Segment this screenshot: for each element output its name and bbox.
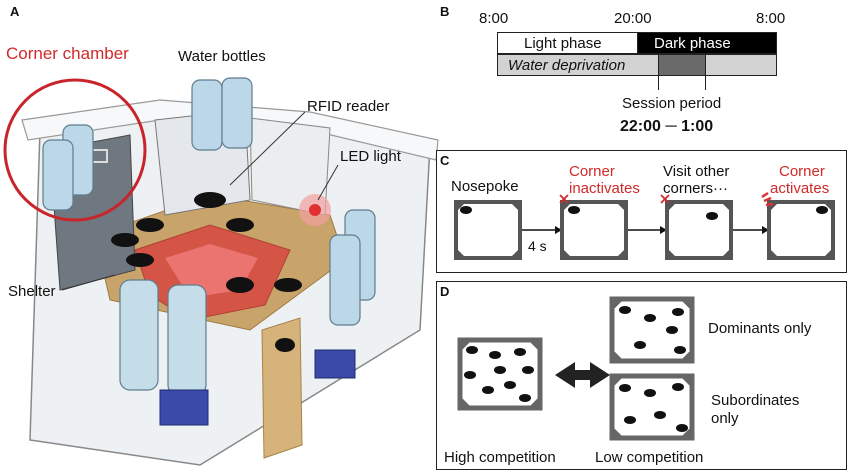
step4-label-l2: activates <box>770 180 830 197</box>
water-bottles-label: Water bottles <box>178 48 266 65</box>
subordinates-label-l2: only <box>711 410 739 427</box>
panel-c-letter: C <box>440 153 450 168</box>
delay-label: 4 s <box>528 238 547 254</box>
step2-label-l2: inactivates <box>569 180 640 197</box>
session-bracket-right <box>705 76 706 90</box>
step2-label-l1: Corner <box>569 163 615 180</box>
low-competition-label: Low competition <box>595 449 704 466</box>
time-end: 8:00 <box>756 10 786 27</box>
light-phase-bar: Light phase <box>497 32 637 54</box>
cage-illustration <box>3 77 439 466</box>
panel-d-letter: D <box>440 284 450 299</box>
panel-b-letter: B <box>440 4 450 19</box>
led-light-label: LED light <box>340 148 401 165</box>
dominants-label: Dominants only <box>708 320 812 337</box>
session-period-block <box>658 54 706 76</box>
panel-d-box <box>436 281 847 470</box>
session-period-times: 22:00 ─ 1:00 <box>620 118 714 135</box>
corner-chamber-label: Corner chamber <box>6 44 129 63</box>
rfid-reader-label: RFID reader <box>307 98 390 115</box>
water-deprivation-label: Water deprivation <box>508 57 626 74</box>
step3-label-l2: corners··· <box>663 180 729 197</box>
step3-label-l1: Visit other <box>663 163 730 180</box>
subordinates-label-l1: Subordinates <box>711 392 800 409</box>
step4-label-l1: Corner <box>779 163 825 180</box>
corner-chamber-ring <box>3 78 147 222</box>
dark-phase-bar: Dark phase <box>637 32 777 54</box>
water-deprivation-bar: Water deprivation <box>497 54 777 76</box>
time-start: 8:00 <box>479 10 509 27</box>
step1-label: Nosepoke <box>451 178 519 195</box>
session-bracket-left <box>658 76 659 90</box>
session-period-title: Session period <box>622 95 722 112</box>
dark-phase-label: Dark phase <box>654 35 731 52</box>
high-competition-label: High competition <box>444 449 556 466</box>
time-mid: 20:00 <box>614 10 652 27</box>
light-phase-label: Light phase <box>524 35 602 52</box>
shelter-label: Shelter <box>8 283 56 300</box>
panel-a-letter: A <box>10 4 20 19</box>
